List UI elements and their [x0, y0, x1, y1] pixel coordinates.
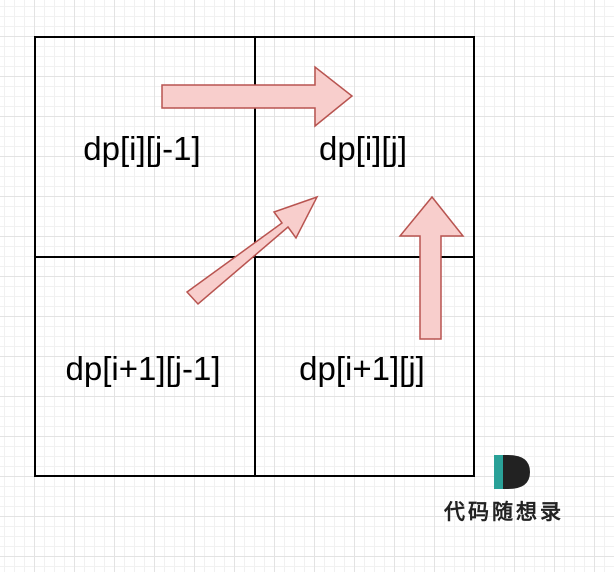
- cell-top-right-label: dp[i][j]: [319, 130, 407, 167]
- arrow-right: [161, 65, 354, 128]
- watermark-text: 代码随想录: [444, 499, 564, 524]
- cell-bottom-left-label: dp[i+1][j-1]: [65, 350, 220, 387]
- cell-top-left-label: dp[i][j-1]: [83, 130, 200, 167]
- cell-bottom-right-label: dp[i+1][j]: [299, 350, 425, 387]
- arrow-up: [398, 195, 465, 340]
- logo-icon: [494, 455, 530, 489]
- arrow-diagonal: [185, 195, 319, 306]
